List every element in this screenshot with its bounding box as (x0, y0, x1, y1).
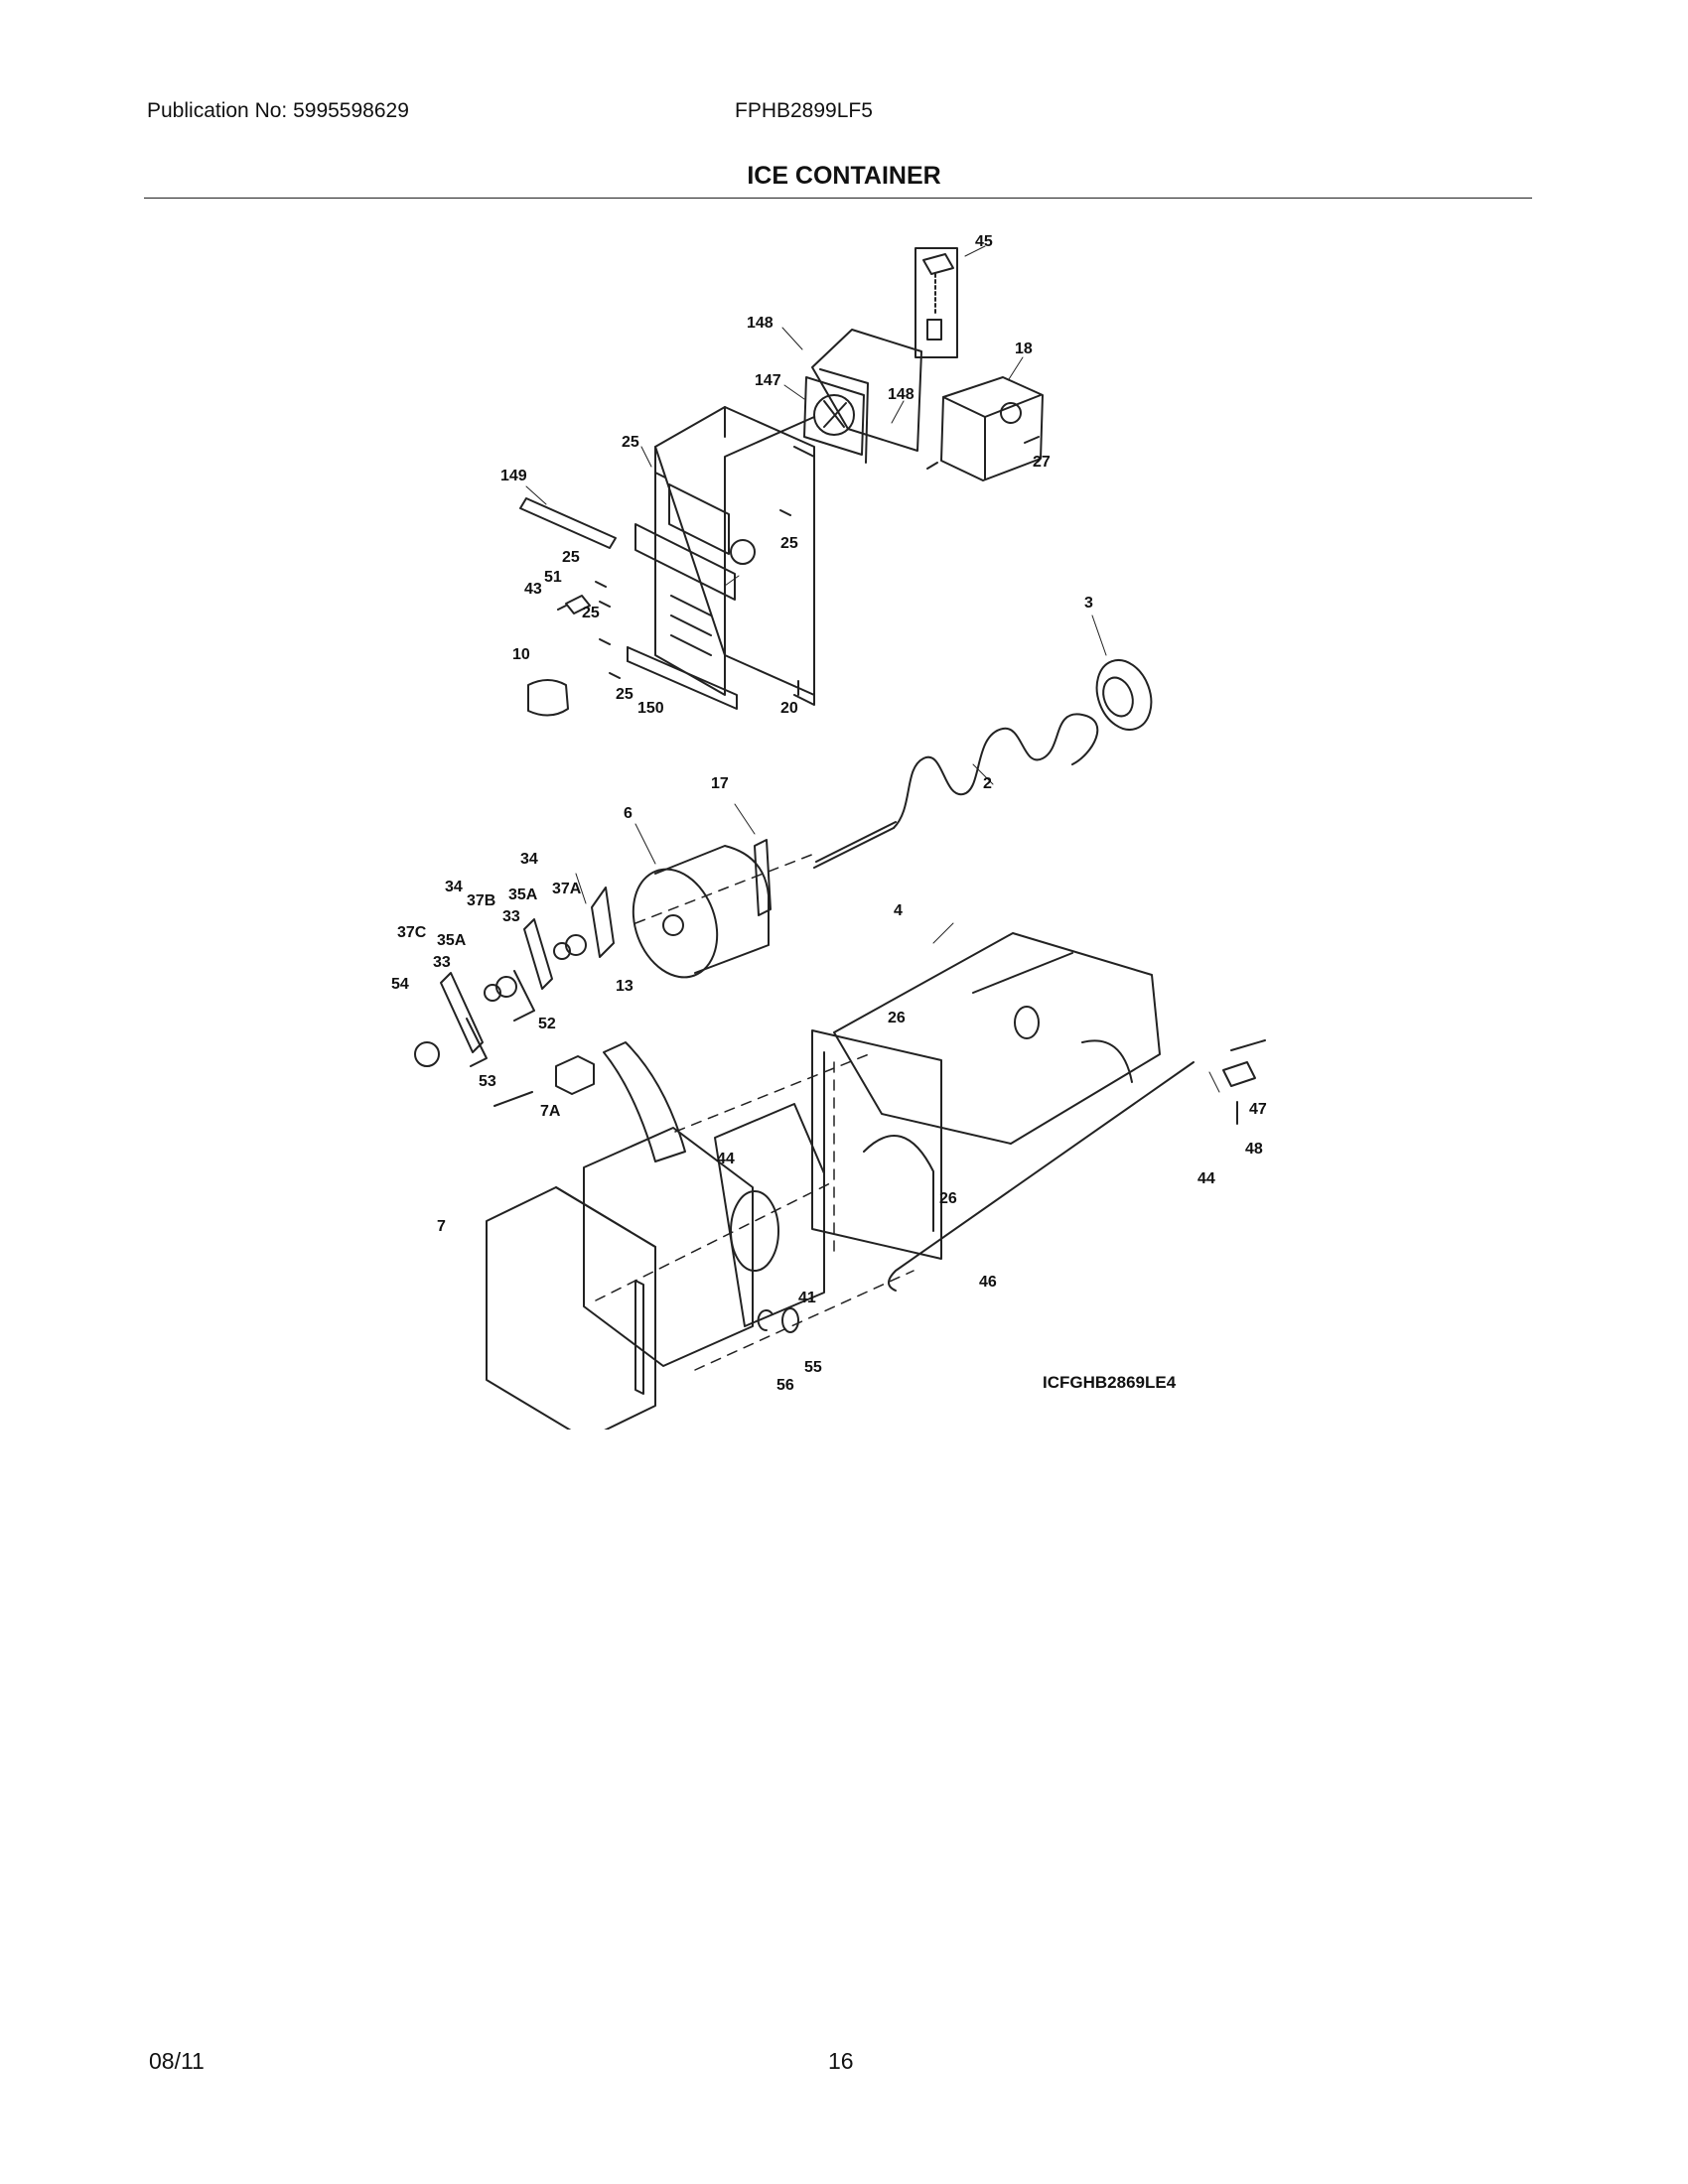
part-7A-inner-door (583, 1127, 754, 1367)
part-4-container (833, 932, 1161, 1145)
callout-label: 43 (524, 581, 542, 598)
part-18-motor (926, 376, 1044, 481)
part-45-switch-harness (914, 247, 958, 358)
callout-leaders (525, 245, 1220, 1093)
part-149-strip (519, 497, 617, 549)
callout-label: 18 (1015, 341, 1033, 357)
callout-label: 48 (1245, 1141, 1263, 1158)
footer-date: 08/11 (149, 2048, 205, 2074)
callout-label: 26 (888, 1010, 906, 1026)
part-2-auger (813, 713, 1099, 869)
callout-label: 4 (894, 902, 903, 919)
callout-label: 35A (437, 932, 467, 949)
screws-25 (595, 472, 791, 679)
part-52-block (555, 1055, 595, 1095)
callout-label: 7A (540, 1103, 561, 1120)
model-number: FPHB2899LF5 (735, 99, 873, 122)
callout-label: 55 (804, 1359, 822, 1376)
part-7-door (486, 1186, 656, 1430)
callout-label: 148 (888, 386, 914, 403)
callout-label: 13 (616, 978, 633, 995)
callout-label: 6 (624, 805, 633, 822)
callout-label: 37B (467, 892, 495, 909)
callout-label: 27 (1033, 454, 1051, 471)
header-rule (144, 198, 1532, 199)
part-41-motor-housing (714, 1103, 825, 1327)
part-20-housing (634, 406, 815, 706)
callout-label: 25 (562, 549, 580, 566)
callout-label: 54 (391, 976, 409, 993)
callout-label: 20 (780, 700, 798, 717)
callout-label: 37C (397, 924, 427, 941)
callout-label: 25 (616, 686, 633, 703)
callout-label: 41 (798, 1290, 816, 1306)
ice-container-exploded-diagram: 45 148 18 147 148 25 27 149 25 25 51 43 … (391, 233, 1267, 1430)
parts-55-56-rings (757, 1307, 799, 1333)
callout-label: 46 (979, 1274, 997, 1291)
callout-label: 10 (512, 646, 530, 663)
callout-label: 45 (975, 233, 993, 250)
page-title: ICE CONTAINER (747, 162, 941, 190)
callout-label: 56 (776, 1377, 794, 1394)
callout-label: 2 (983, 775, 992, 792)
callout-label: 53 (479, 1073, 496, 1090)
callout-label: 150 (637, 700, 664, 717)
callout-label: 25 (622, 434, 639, 451)
part-13-shield (603, 1041, 686, 1162)
callout-label: 35A (508, 887, 538, 903)
part-3-bearing (1095, 659, 1153, 731)
part-54-nut (414, 1041, 440, 1067)
callout-label: 149 (500, 468, 527, 484)
callout-label: 147 (755, 372, 781, 389)
callout-label: 52 (538, 1016, 556, 1032)
part-46-rod (888, 1061, 1195, 1292)
page-number: 16 (828, 2048, 854, 2074)
callout-label: 37A (552, 881, 582, 897)
part-53-pin (493, 1091, 533, 1107)
part-26-panel (811, 1029, 942, 1260)
callout-label: 33 (502, 908, 520, 925)
diagram-code: ICFGHB2869LE4 (1043, 1373, 1177, 1392)
part-148-cover-frame (811, 329, 922, 464)
part-17-bracket (754, 839, 772, 916)
part-150-bracket (627, 646, 738, 710)
callout-label: 3 (1084, 595, 1093, 612)
callout-label: 33 (433, 954, 451, 971)
parts-47-48-44-linkage (1222, 1039, 1266, 1125)
publication-number: Publication No: 5995598629 (147, 99, 409, 122)
part-6-drum (632, 845, 770, 979)
screw-27 (1024, 436, 1040, 444)
assembly-guides (595, 853, 914, 1371)
callout-label: 44 (717, 1151, 735, 1167)
callout-label: 25 (780, 535, 798, 552)
callout-label: 25 (582, 605, 600, 621)
part-147-fan (803, 376, 865, 456)
parts-33-34-35-37-blades (440, 887, 615, 1067)
parts-51-43-connector (557, 595, 591, 614)
callout-label: 26 (939, 1190, 957, 1207)
callout-label: 7 (437, 1218, 446, 1235)
callout-label: 47 (1249, 1101, 1267, 1118)
callout-label: 148 (747, 315, 774, 332)
callout-label: 34 (520, 851, 538, 868)
callout-label: 17 (711, 775, 729, 792)
callout-label: 34 (445, 879, 463, 895)
callout-label: 51 (544, 569, 562, 586)
part-10-cap (527, 679, 569, 717)
callout-label: 44 (1197, 1170, 1215, 1187)
